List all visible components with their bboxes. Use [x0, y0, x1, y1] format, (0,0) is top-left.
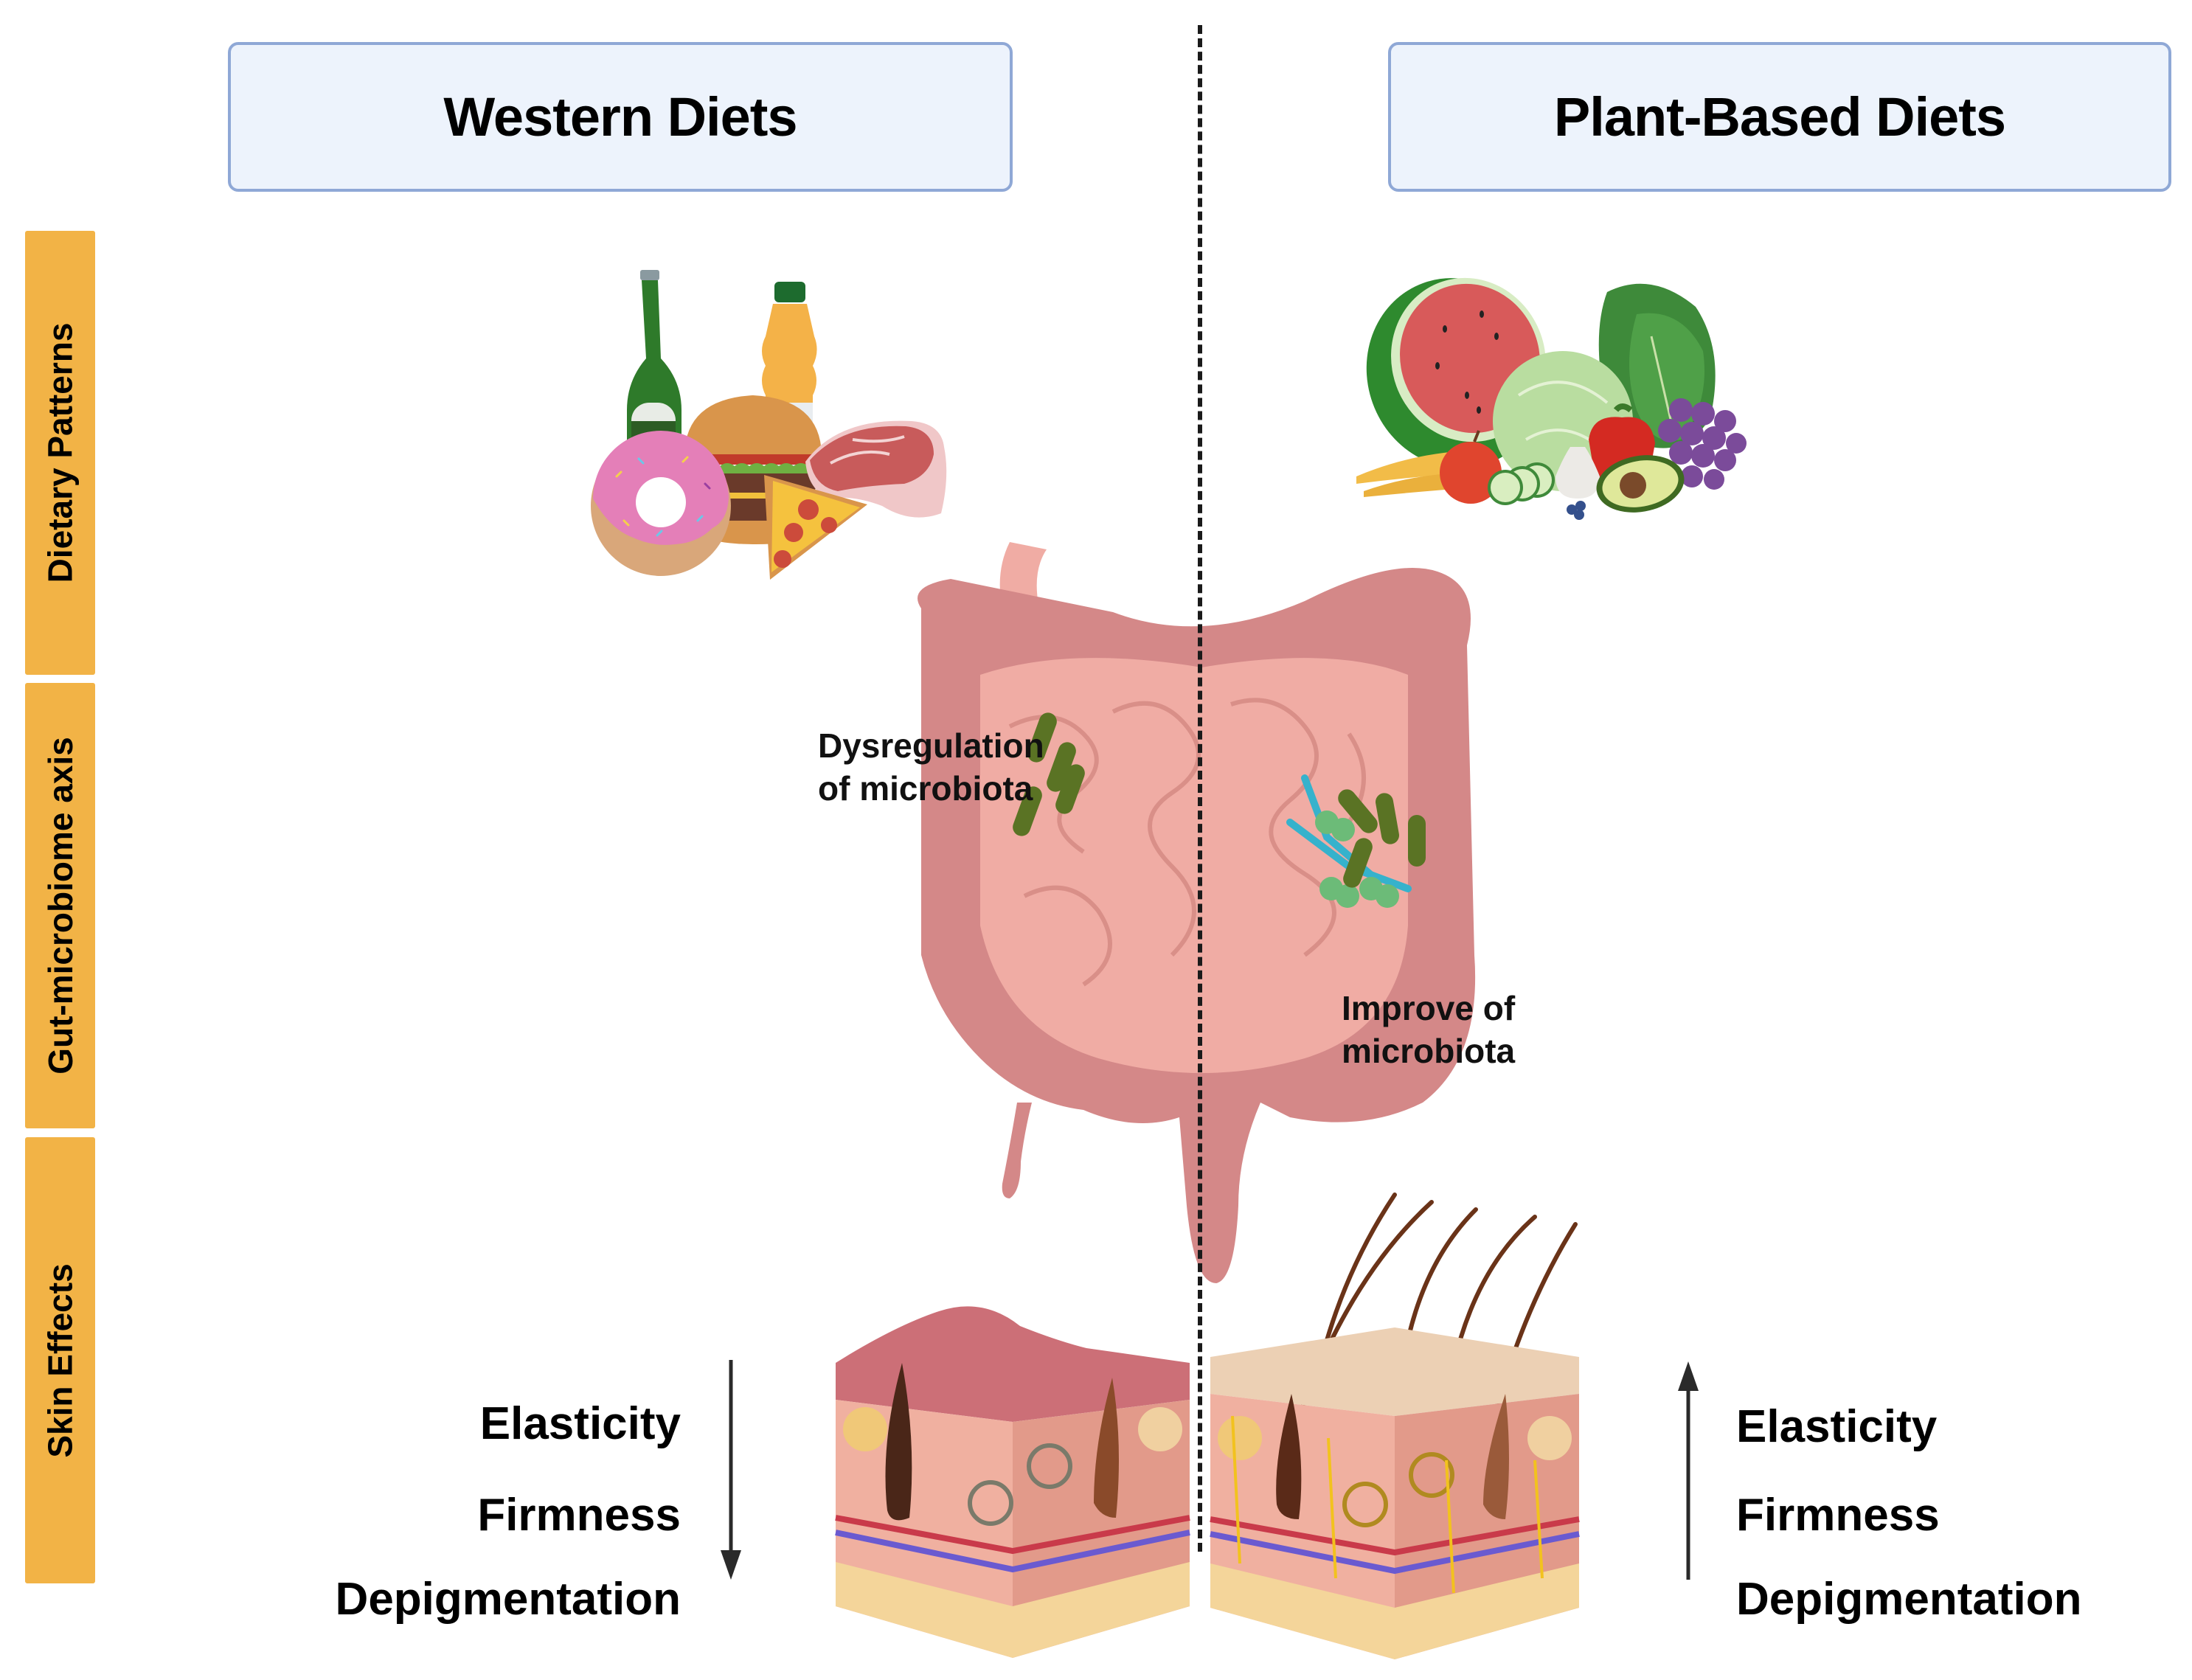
plant-food-illustration: [1356, 277, 1747, 520]
dysregulation-line1: Dysregulation: [818, 726, 1044, 765]
improve-line2: microbiota: [1342, 1032, 1516, 1070]
row-label-skin-effects: Skin Effects: [25, 1137, 95, 1583]
garlic-icon: [1555, 447, 1600, 499]
gut-illustration: [918, 542, 1476, 1283]
plant-effect-elasticity: Elasticity: [1736, 1401, 1938, 1452]
apple-icon: [1440, 430, 1502, 504]
grapes-icon: [1658, 398, 1747, 490]
western-diets-title: Western Diets: [443, 86, 797, 147]
western-effect-firmness: Firmness: [477, 1490, 681, 1541]
row-label-text: Dietary Patterns: [41, 322, 80, 583]
bacteria-mix-plant-icon: [1286, 774, 1426, 908]
pizza-slice-icon: [764, 475, 867, 580]
plant-based-diets-header: Plant-Based Diets: [1388, 42, 2171, 192]
plant-based-diets-title: Plant-Based Diets: [1553, 86, 2006, 147]
dysregulation-line2: of microbiota: [818, 769, 1033, 808]
avocado-icon: [1596, 455, 1685, 513]
cucumber-icon: [1488, 462, 1555, 505]
plant-effect-depigmentation: Depigmentation: [1736, 1574, 2082, 1625]
western-effect-elasticity: Elasticity: [479, 1398, 681, 1449]
improve-line1: Improve of: [1342, 989, 1516, 1027]
skin-plant-illustration: [1210, 1193, 1580, 1659]
steak-icon: [805, 420, 947, 518]
row-label-text: Skin Effects: [41, 1263, 80, 1458]
blueberries-icon: [1567, 501, 1586, 520]
small-intestine-icon: [980, 658, 1408, 1073]
row-label-dietary-patterns: Dietary Patterns: [25, 231, 95, 675]
plant-effect-firmness: Firmness: [1736, 1490, 1940, 1541]
western-food-illustration: [591, 270, 947, 580]
dysregulation-label: Dysregulation of microbiota: [818, 724, 1044, 810]
bacteria-rods-western-icon: [1013, 712, 1085, 836]
center-divider: [1198, 25, 1202, 1552]
western-effect-depigmentation: Depigmentation: [335, 1574, 681, 1625]
row-label-gut-microbiome-axis: Gut-microbiome axis: [25, 683, 95, 1128]
row-label-text: Gut-microbiome axis: [41, 737, 80, 1075]
donut-icon: [591, 431, 731, 576]
increase-arrow-icon: [1678, 1361, 1699, 1580]
improve-label: Improve of microbiota: [1342, 987, 1515, 1072]
skin-western-illustration: [835, 1306, 1190, 1658]
decrease-arrow-icon: [721, 1360, 741, 1580]
western-diets-header: Western Diets: [228, 42, 1013, 192]
